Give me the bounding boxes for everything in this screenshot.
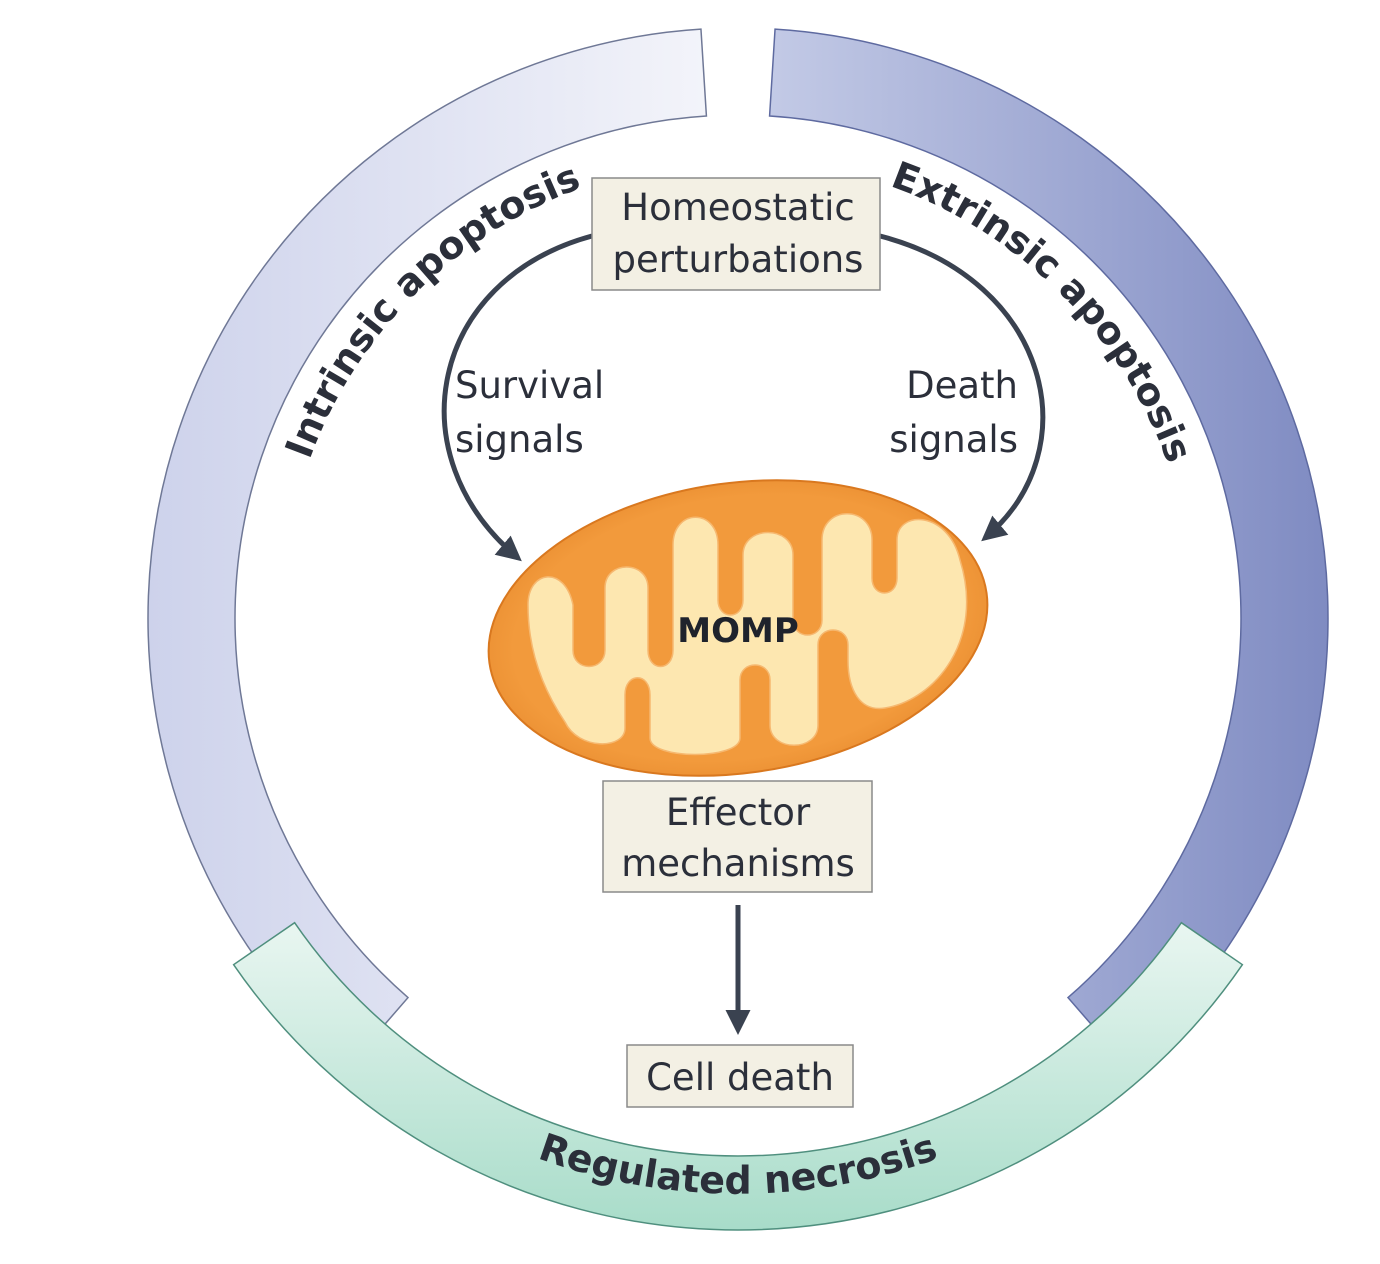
- death-signals-line-1: Death: [906, 364, 1018, 407]
- intrinsic-apoptosis-arc: [147, 28, 708, 1065]
- survival-signals-line-2: signals: [455, 418, 584, 461]
- mitochondrion-cristae: [527, 513, 968, 756]
- cell-death-box: Cell death: [626, 1044, 854, 1108]
- effector-line-2: mechanisms: [621, 842, 855, 885]
- homeostatic-line-1: Homeostatic: [621, 186, 855, 229]
- survival-signal-arrow: [441, 233, 593, 562]
- momp-label: MOMP: [677, 611, 799, 651]
- survival-signals-line-1: Survival: [455, 364, 604, 407]
- cell-death-label: Cell death: [646, 1056, 834, 1099]
- effector-mechanisms-box: Effector mechanisms: [602, 780, 873, 893]
- homeostatic-line-2: perturbations: [613, 238, 864, 281]
- death-signal-arrow: [879, 233, 1046, 542]
- death-signals-line-2: signals: [889, 418, 1018, 461]
- regulated-necrosis-arc: [232, 921, 1244, 1231]
- effector-line-1: Effector: [666, 791, 811, 834]
- homeostatic-perturbations-box: Homeostatic perturbations: [591, 177, 881, 291]
- mitochondrion-icon: MOMP: [487, 479, 989, 777]
